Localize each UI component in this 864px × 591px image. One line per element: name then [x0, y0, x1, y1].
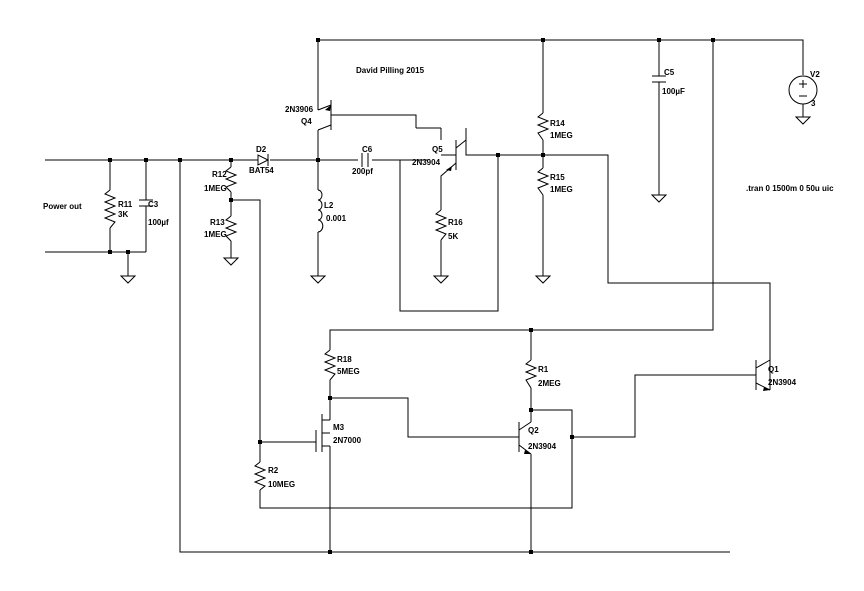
resistor-r2[interactable] [253, 461, 267, 491]
c5-ref: C5 [664, 68, 675, 77]
c6-ref: C6 [362, 145, 373, 154]
l2-value: 0.001 [326, 214, 347, 223]
l2-ref: L2 [324, 201, 334, 210]
q4-ref: Q4 [301, 117, 312, 126]
transistor-q4[interactable] [325, 100, 340, 130]
q5-ref: Q5 [432, 145, 443, 154]
resistor-r18[interactable] [323, 349, 337, 381]
r13-value: 1MEG [204, 230, 227, 239]
resistor-r12[interactable] [224, 166, 238, 193]
mosfet-m3[interactable] [315, 414, 330, 452]
r12-value: 1MEG [204, 184, 227, 193]
r13-ref: R13 [210, 218, 225, 227]
c5-value: 100µF [662, 87, 685, 96]
r1-value: 2MEG [538, 379, 561, 388]
voltage-source-v2[interactable] [788, 75, 818, 105]
v2-ref: V2 [810, 70, 820, 79]
r1-ref: R1 [538, 365, 549, 374]
resistor-r14[interactable] [536, 112, 550, 141]
grounds [119, 116, 812, 284]
r14-ref: R14 [550, 119, 565, 128]
r16-value: 5K [448, 232, 458, 241]
q2-ref: Q2 [528, 426, 539, 435]
capacitor-c5[interactable] [652, 75, 666, 83]
q2-value: 2N3904 [528, 442, 557, 451]
r16-ref: R16 [448, 218, 463, 227]
q5-value: 2N3904 [412, 158, 441, 167]
transistor-q1[interactable] [754, 359, 771, 391]
c3-value: 100µf [148, 218, 169, 227]
m3-ref: M3 [333, 423, 345, 432]
resistor-r16[interactable] [434, 209, 448, 241]
resistor-r15[interactable] [536, 167, 550, 196]
r2-ref: R2 [268, 466, 279, 475]
wires [45, 39, 804, 553]
resistor-r13[interactable] [224, 215, 238, 242]
r18-value: 5MEG [337, 367, 360, 376]
c3-ref: C3 [148, 200, 159, 209]
r11-value: 3K [118, 210, 128, 219]
capacitor-c3[interactable] [139, 199, 153, 207]
r12-ref: R12 [212, 170, 227, 179]
r18-ref: R18 [337, 355, 352, 364]
q4-value: 2N3906 [285, 105, 314, 114]
m3-value: 2N7000 [333, 436, 362, 445]
d2-ref: D2 [256, 145, 267, 154]
junctions [108, 38, 715, 554]
resistor-r1[interactable] [524, 359, 538, 389]
q1-value: 2N3904 [768, 378, 797, 387]
q1-ref: Q1 [768, 365, 779, 374]
r14-value: 1MEG [550, 131, 573, 140]
power-out-label: Power out [43, 202, 82, 211]
diode-d2[interactable] [257, 154, 270, 166]
capacitor-c6[interactable] [361, 153, 369, 167]
transistor-q5[interactable] [441, 140, 457, 171]
spice-directive: .tran 0 1500m 0 50u uic [746, 184, 834, 193]
v2-value: 3 [811, 99, 816, 108]
diagram-title: David Pilling 2015 [356, 66, 425, 75]
d2-value: BAT54 [249, 166, 274, 175]
r11-ref: R11 [118, 200, 133, 209]
c6-value: 200pf [352, 167, 373, 176]
r15-value: 1MEG [550, 185, 573, 194]
transistor-q2[interactable] [508, 421, 532, 455]
r2-value: 10MEG [268, 480, 295, 489]
resistor-r11[interactable] [103, 189, 117, 229]
r15-ref: R15 [550, 173, 565, 182]
inductor-l2[interactable] [317, 189, 324, 233]
